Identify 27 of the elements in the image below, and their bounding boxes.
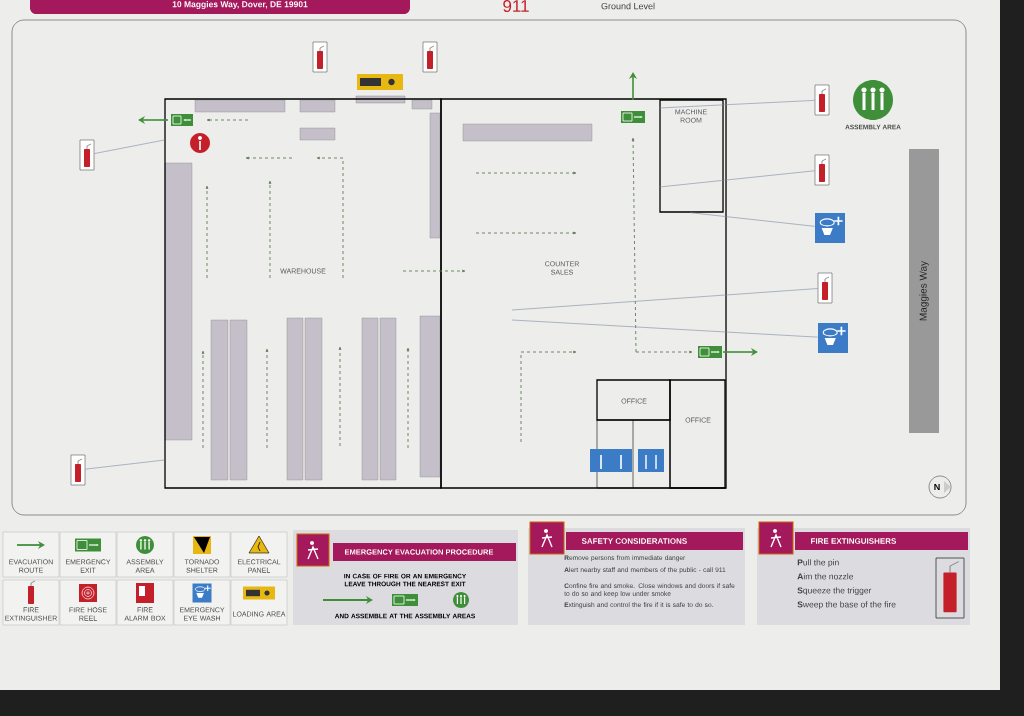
instruction-text: Squeeze the trigger bbox=[797, 587, 872, 596]
leader-line bbox=[94, 139, 165, 154]
instruction-panel bbox=[528, 521, 745, 625]
leader-line bbox=[689, 212, 816, 227]
emergency-number: 911 bbox=[503, 0, 529, 13]
fire-extinguisher-icon bbox=[312, 41, 328, 73]
instruction-text: Aim the nozzle bbox=[797, 573, 854, 580]
instruction-panel bbox=[757, 521, 970, 625]
instruction-text: Sweep the base of the fire bbox=[797, 601, 896, 610]
address-bar: 10 Maggies Way, Dover, DE 19901 bbox=[30, 0, 410, 14]
eye-wash-icon bbox=[818, 323, 848, 353]
fire-extinguisher-icon bbox=[814, 154, 830, 186]
fire-extinguisher-icon bbox=[814, 84, 830, 116]
leader-line bbox=[511, 288, 818, 311]
fire-extinguisher-icon bbox=[817, 272, 833, 304]
leader-line bbox=[85, 459, 165, 470]
floor-label: Ground Level bbox=[601, 2, 655, 10]
fire-extinguisher-icon bbox=[79, 139, 95, 171]
eye-wash-icon bbox=[815, 213, 845, 243]
leader-line bbox=[659, 100, 815, 109]
leader-line bbox=[511, 319, 819, 338]
fire-extinguisher-icon bbox=[70, 454, 86, 486]
instruction-text: Pull the pin bbox=[797, 559, 839, 568]
leader-line bbox=[659, 170, 815, 188]
road: Maggies Way bbox=[909, 149, 939, 433]
fire-extinguisher-icon bbox=[422, 41, 438, 73]
instruction-panel bbox=[293, 530, 518, 625]
